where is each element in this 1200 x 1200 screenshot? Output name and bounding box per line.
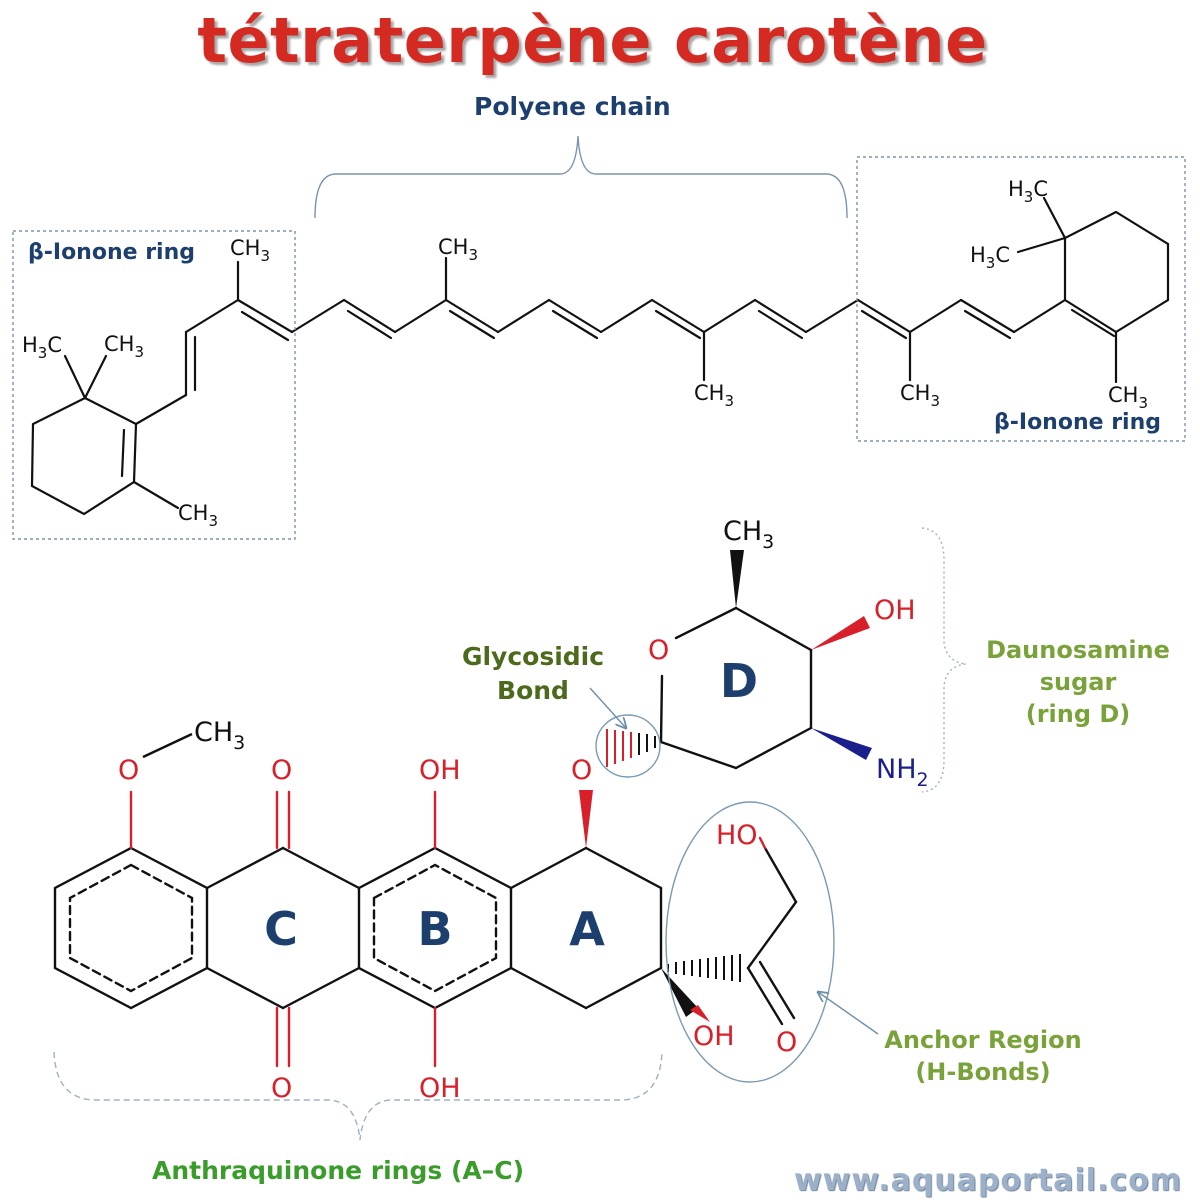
polyene-chain-label: Polyene chain [474, 92, 671, 121]
daunosamine-label-line3: (ring D) [1025, 700, 1131, 728]
anchor-label-line1: Anchor Region [884, 1026, 1082, 1054]
methyl-label: CH3 [723, 516, 774, 553]
ring-oxygen-label: O [648, 635, 669, 666]
wedge-bond-sugar-oh [811, 616, 870, 650]
glycosidic-label-line1: Glycosidic [461, 642, 605, 671]
h3c-label: H3C [970, 243, 1010, 272]
anchor-label-line2: (H-Bonds) [915, 1058, 1051, 1086]
methyl-label: CH3 [194, 717, 245, 754]
glycosidic-oxygen-label: O [571, 755, 592, 786]
ionone-ring-left-label: β-Ionone ring [28, 240, 195, 265]
anthraquinone-structure [53, 606, 813, 1026]
doxorubicin-atom-labels: O CH3 O OH O O OH OH O HO O CH3 OH NH2 [118, 516, 929, 1104]
carotene-structure [30, 196, 1170, 516]
hydroxyl-label: OH [693, 1021, 735, 1052]
watermark-url: www.aquaportail.com [793, 1163, 1182, 1198]
ketone-oxygen-label: O [776, 1027, 797, 1058]
daunosamine-label-line1: Daunosamine [986, 636, 1170, 664]
carbonyl-oxygen-label: O [271, 1073, 292, 1104]
polyene-brace [314, 135, 848, 219]
wedge-bond-o [579, 790, 593, 848]
carotene-atom-labels: CH3 CH3 H3C CH3 CH3 CH3 CH3 H3C H3C CH3 [22, 177, 1148, 530]
ionone-ring-right-label: β-Ionone ring [994, 410, 1161, 435]
ring-letters: C B A D [264, 654, 758, 956]
hashed-bond-sidechain [667, 954, 741, 982]
carbonyl-oxygen-label: O [271, 755, 292, 786]
anthraquinone-brace [53, 1051, 663, 1141]
daunosamine-label-line2: sugar [1039, 668, 1117, 696]
amine-label: NH2 [876, 754, 929, 791]
hashed-bond-glycosidic-red [606, 729, 632, 767]
anthraquinone-rings-label: Anthraquinone rings (A–C) [152, 1156, 525, 1185]
glycosidic-arrow [589, 687, 626, 728]
ch3-label: CH3 [694, 381, 734, 410]
daunosamine-sugar-label: Daunosamine sugar (ring D) [972, 634, 1184, 730]
ch3-label: CH3 [104, 332, 144, 361]
page-title: tétraterpène carotène [197, 4, 988, 77]
glycosidic-label-line2: Bond [497, 676, 569, 705]
ring-letter-a: A [569, 902, 605, 956]
hydroxyl-label: OH [874, 595, 916, 626]
oxygen-bonds [129, 790, 767, 1068]
ring-letter-c: C [264, 902, 298, 956]
h3c-label: H3C [22, 333, 62, 362]
hydroxyl-label: OH [419, 755, 461, 786]
ch3-label: CH3 [178, 501, 218, 530]
ring-letter-b: B [417, 902, 452, 956]
wedge-bond-oh [661, 968, 698, 1017]
anchor-arrow [818, 992, 879, 1035]
wedge-bond-ch3 [730, 550, 744, 608]
ch3-label: CH3 [230, 236, 270, 265]
ch3-label: CH3 [900, 381, 940, 410]
ring-letter-d: D [720, 654, 758, 708]
anchor-region-highlight [665, 801, 835, 1083]
h3c-label: H3C [1008, 177, 1048, 206]
wedge-bond-oh-red [690, 1005, 710, 1022]
ch3-label: CH3 [1108, 383, 1148, 412]
methoxy-oxygen-label: O [118, 755, 139, 786]
wedge-bond-nh2 [811, 728, 872, 760]
methoxy-bond [142, 732, 193, 759]
anchor-region-label: Anchor Region (H-Bonds) [872, 1024, 1094, 1088]
ch3-label: CH3 [438, 235, 478, 264]
hydroxyl-label: HO [716, 820, 758, 851]
glycosidic-bond-highlight [595, 714, 661, 778]
hydroxyl-label: OH [419, 1073, 461, 1104]
hashed-bond-glycosidic [638, 733, 656, 755]
ionone-ring-left-box [12, 230, 296, 540]
daunosamine-brace [921, 527, 967, 793]
ionone-ring-right-box [856, 156, 1186, 442]
glycosidic-bond-label: Glycosidic Bond [448, 640, 618, 708]
